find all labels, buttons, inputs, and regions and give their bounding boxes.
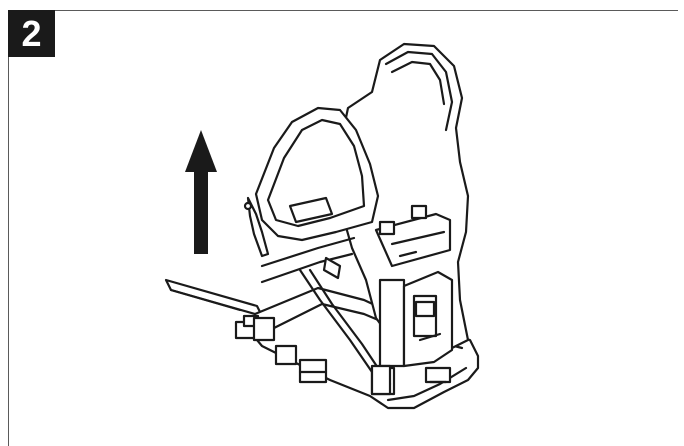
up-arrow-icon [185,130,217,254]
step-number-badge: 2 [8,10,55,57]
side-buckles [234,314,276,342]
panel-border-left [8,10,9,446]
panel-border-top [8,10,678,11]
support-straps [260,236,384,376]
base-clips [424,366,452,384]
battery-mount [370,270,454,396]
loose-strap-left [164,278,264,318]
hanging-strap [243,196,270,258]
shoulder-pad [254,106,380,242]
